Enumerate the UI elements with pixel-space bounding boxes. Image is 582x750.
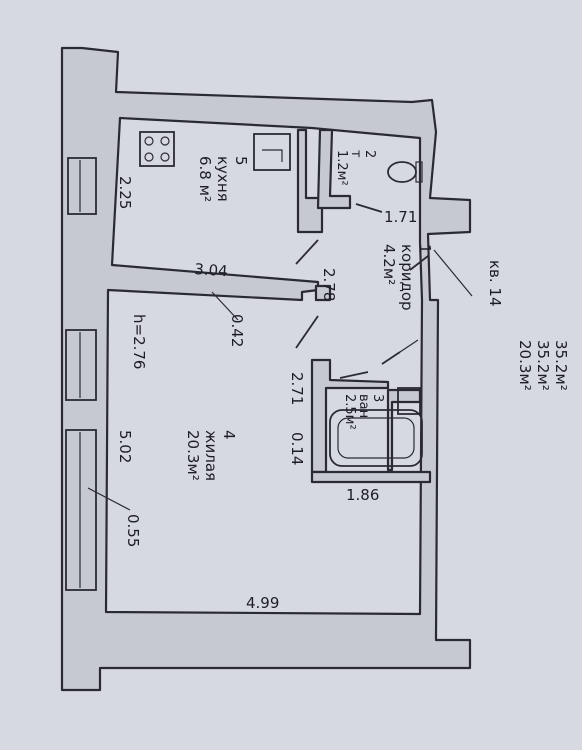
kitchen-name: кухня	[214, 156, 232, 202]
apartment-areas: 20.3м² 35.2м² 35.2м²	[516, 340, 570, 391]
toilet-label: 2 т 1.2м²	[334, 150, 377, 186]
dim-living-height: h=2.76	[130, 314, 148, 369]
apartment-number: кв. 14	[486, 260, 504, 307]
area-useful: 35.2м²	[534, 340, 552, 391]
windows	[65, 157, 97, 591]
toilet-icon	[387, 161, 423, 183]
dim-living-width: 5.02	[116, 430, 134, 463]
bath-bottom-wall	[310, 470, 432, 484]
bathtub-icon	[329, 409, 423, 467]
corridor-label: 1 коридор 4.2м²	[380, 244, 434, 311]
area-total: 35.2м²	[552, 340, 570, 391]
dim-kitchen-width: 2.25	[116, 176, 134, 209]
dim-bath-length: 1.86	[346, 486, 379, 504]
leader-lines	[87, 249, 473, 511]
corridor-name: коридор	[398, 244, 416, 311]
living-index: 4	[220, 430, 238, 440]
sink-icon	[253, 133, 291, 171]
dim-corridor-length: 2.78	[320, 268, 338, 301]
bath-area: 2.5м²	[342, 394, 357, 430]
dim-niche-c: 0.14	[288, 432, 306, 465]
toilet-name: т	[348, 150, 363, 158]
dim-living-length: 4.99	[246, 594, 279, 612]
toilet-index: 2	[362, 150, 377, 158]
dim-niche-a: 0.42	[228, 314, 246, 347]
bath-label: 3 ван 2.5м²	[342, 394, 385, 430]
bath-index: 3	[370, 394, 385, 402]
corridor-pillar	[314, 284, 332, 302]
stove-icon	[139, 131, 175, 167]
area-living: 20.3м²	[516, 340, 534, 391]
living-name: жилая	[202, 430, 220, 481]
exterior-wall	[60, 46, 472, 692]
living-area: 20.3м²	[184, 430, 202, 481]
door-lines	[295, 203, 429, 379]
kitchen-area: 6.8 м²	[196, 156, 214, 202]
toilet-area: 1.2м²	[334, 150, 349, 186]
dim-niche-b: 0.55	[124, 514, 142, 547]
kitchen-window	[67, 157, 97, 215]
kitchen-label: 5 кухня 6.8 м²	[196, 156, 250, 202]
washbasin-icon	[397, 387, 421, 415]
corridor-area: 4.2м²	[380, 244, 398, 285]
corridor-index: 1	[416, 244, 434, 254]
kitchen-index: 5	[232, 156, 250, 166]
dim-toilet-width: 1.71	[384, 208, 417, 226]
dim-corridor-width: 2.71	[288, 372, 306, 405]
living-label: 4 жилая 20.3м²	[184, 430, 238, 481]
toilet-partition	[316, 128, 352, 210]
living-window-top	[65, 329, 97, 401]
living-window-bottom	[65, 429, 97, 591]
bath-name: ван	[356, 394, 371, 418]
apartment-number-group: кв. 14	[486, 260, 504, 307]
dim-kitchen-length: 3.04	[194, 260, 229, 280]
